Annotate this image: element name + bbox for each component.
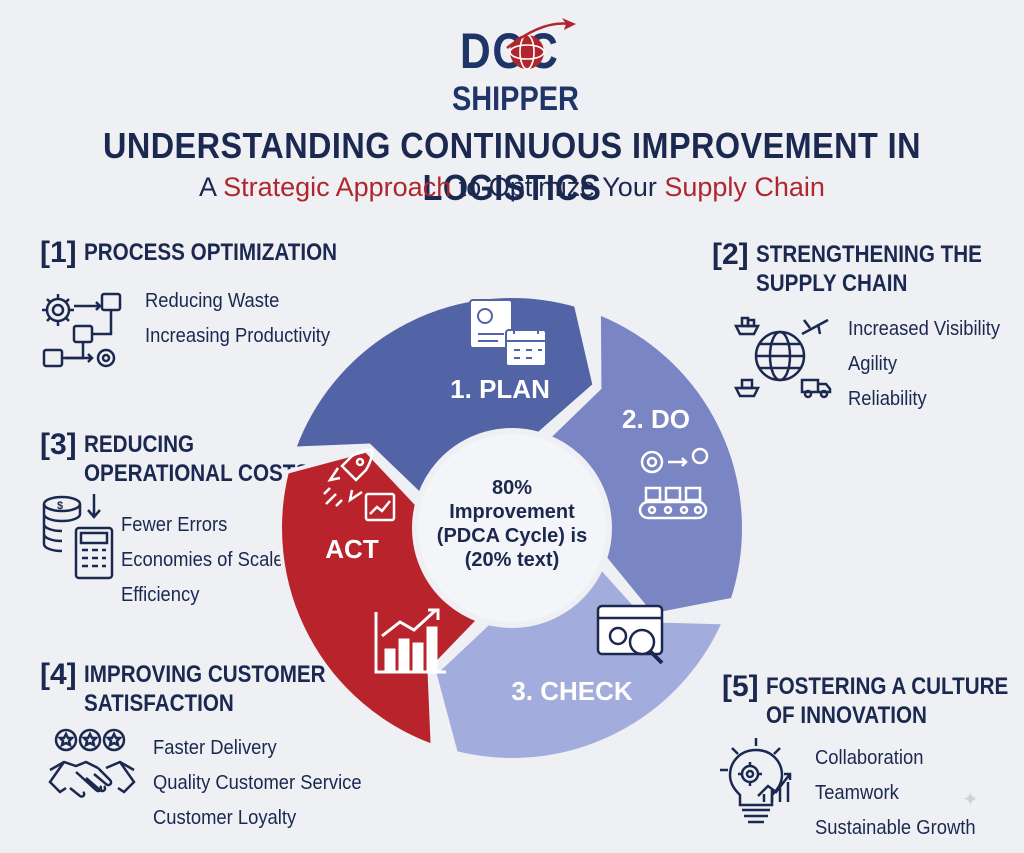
- global-logistics-icon: [733, 316, 832, 399]
- act-growth-chart-icon: [374, 608, 446, 674]
- section-2-items: Increased Visibility Agility Reliability: [848, 312, 1013, 417]
- section-1-heading: [1] PROCESS OPTIMIZATION: [40, 236, 338, 269]
- check-analytics-icon: [596, 604, 664, 665]
- segment-label-act: ACT: [325, 534, 379, 564]
- do-process-gears-icon: [638, 447, 709, 520]
- list-item: Economies of Scale: [121, 549, 284, 571]
- process-flow-icon: [42, 292, 122, 368]
- list-item: Collaboration: [815, 747, 924, 769]
- segment-label-check: 3. CHECK: [511, 676, 633, 706]
- logo-globe-icon: [506, 18, 576, 70]
- list-item: Increased Visibility: [848, 318, 1001, 340]
- list-item: Teamwork: [815, 782, 899, 804]
- list-item: Increasing Productivity: [145, 325, 331, 347]
- plan-calendar-icon: [469, 299, 547, 367]
- logo: DOC SHIPPER: [452, 10, 582, 120]
- list-item: Agility: [848, 353, 898, 375]
- coins-calculator-icon: $: [42, 494, 114, 580]
- section-1-items: Reducing Waste Increasing Productivity: [145, 284, 346, 354]
- segment-check: [432, 564, 727, 762]
- section-4-items: Faster Delivery Quality Customer Service…: [153, 731, 380, 836]
- logo-shipper: SHIPPER: [452, 80, 579, 118]
- section-5-items: Collaboration Teamwork Sustainable Growt…: [815, 741, 990, 846]
- list-item: Sustainable Growth: [815, 817, 976, 839]
- list-item: Efficiency: [121, 584, 200, 606]
- section-3-items: Fewer Errors Economies of Scale Efficien…: [121, 508, 298, 613]
- list-item: Faster Delivery: [153, 737, 277, 759]
- svg-text:$: $: [57, 500, 63, 512]
- segment-label-do: 2. DO: [622, 404, 690, 434]
- list-item: Quality Customer Service: [153, 772, 362, 794]
- list-item: Fewer Errors: [121, 514, 228, 536]
- page-title: UNDERSTANDING CONTINUOUS IMPROVEMENT IN …: [103, 125, 921, 208]
- list-item: Reducing Waste: [145, 290, 280, 312]
- lightbulb-gear-icon: [720, 738, 792, 824]
- sparkle-watermark-icon: ✦: [962, 789, 979, 811]
- list-item: Customer Loyalty: [153, 807, 297, 829]
- page-subtitle: A Strategic Approach to Optimize Your Su…: [199, 172, 825, 202]
- cycle-center-text: 80% Improvement (PDCA Cycle) is (20% tex…: [436, 477, 588, 571]
- list-item: Reliability: [848, 388, 927, 410]
- segment-label-plan: 1. PLAN: [450, 374, 550, 404]
- segment-do: [545, 309, 746, 618]
- act-rocket-icon: [323, 448, 396, 522]
- cycle-center-disc: [418, 434, 606, 622]
- handshake-stars-icon: [48, 728, 136, 798]
